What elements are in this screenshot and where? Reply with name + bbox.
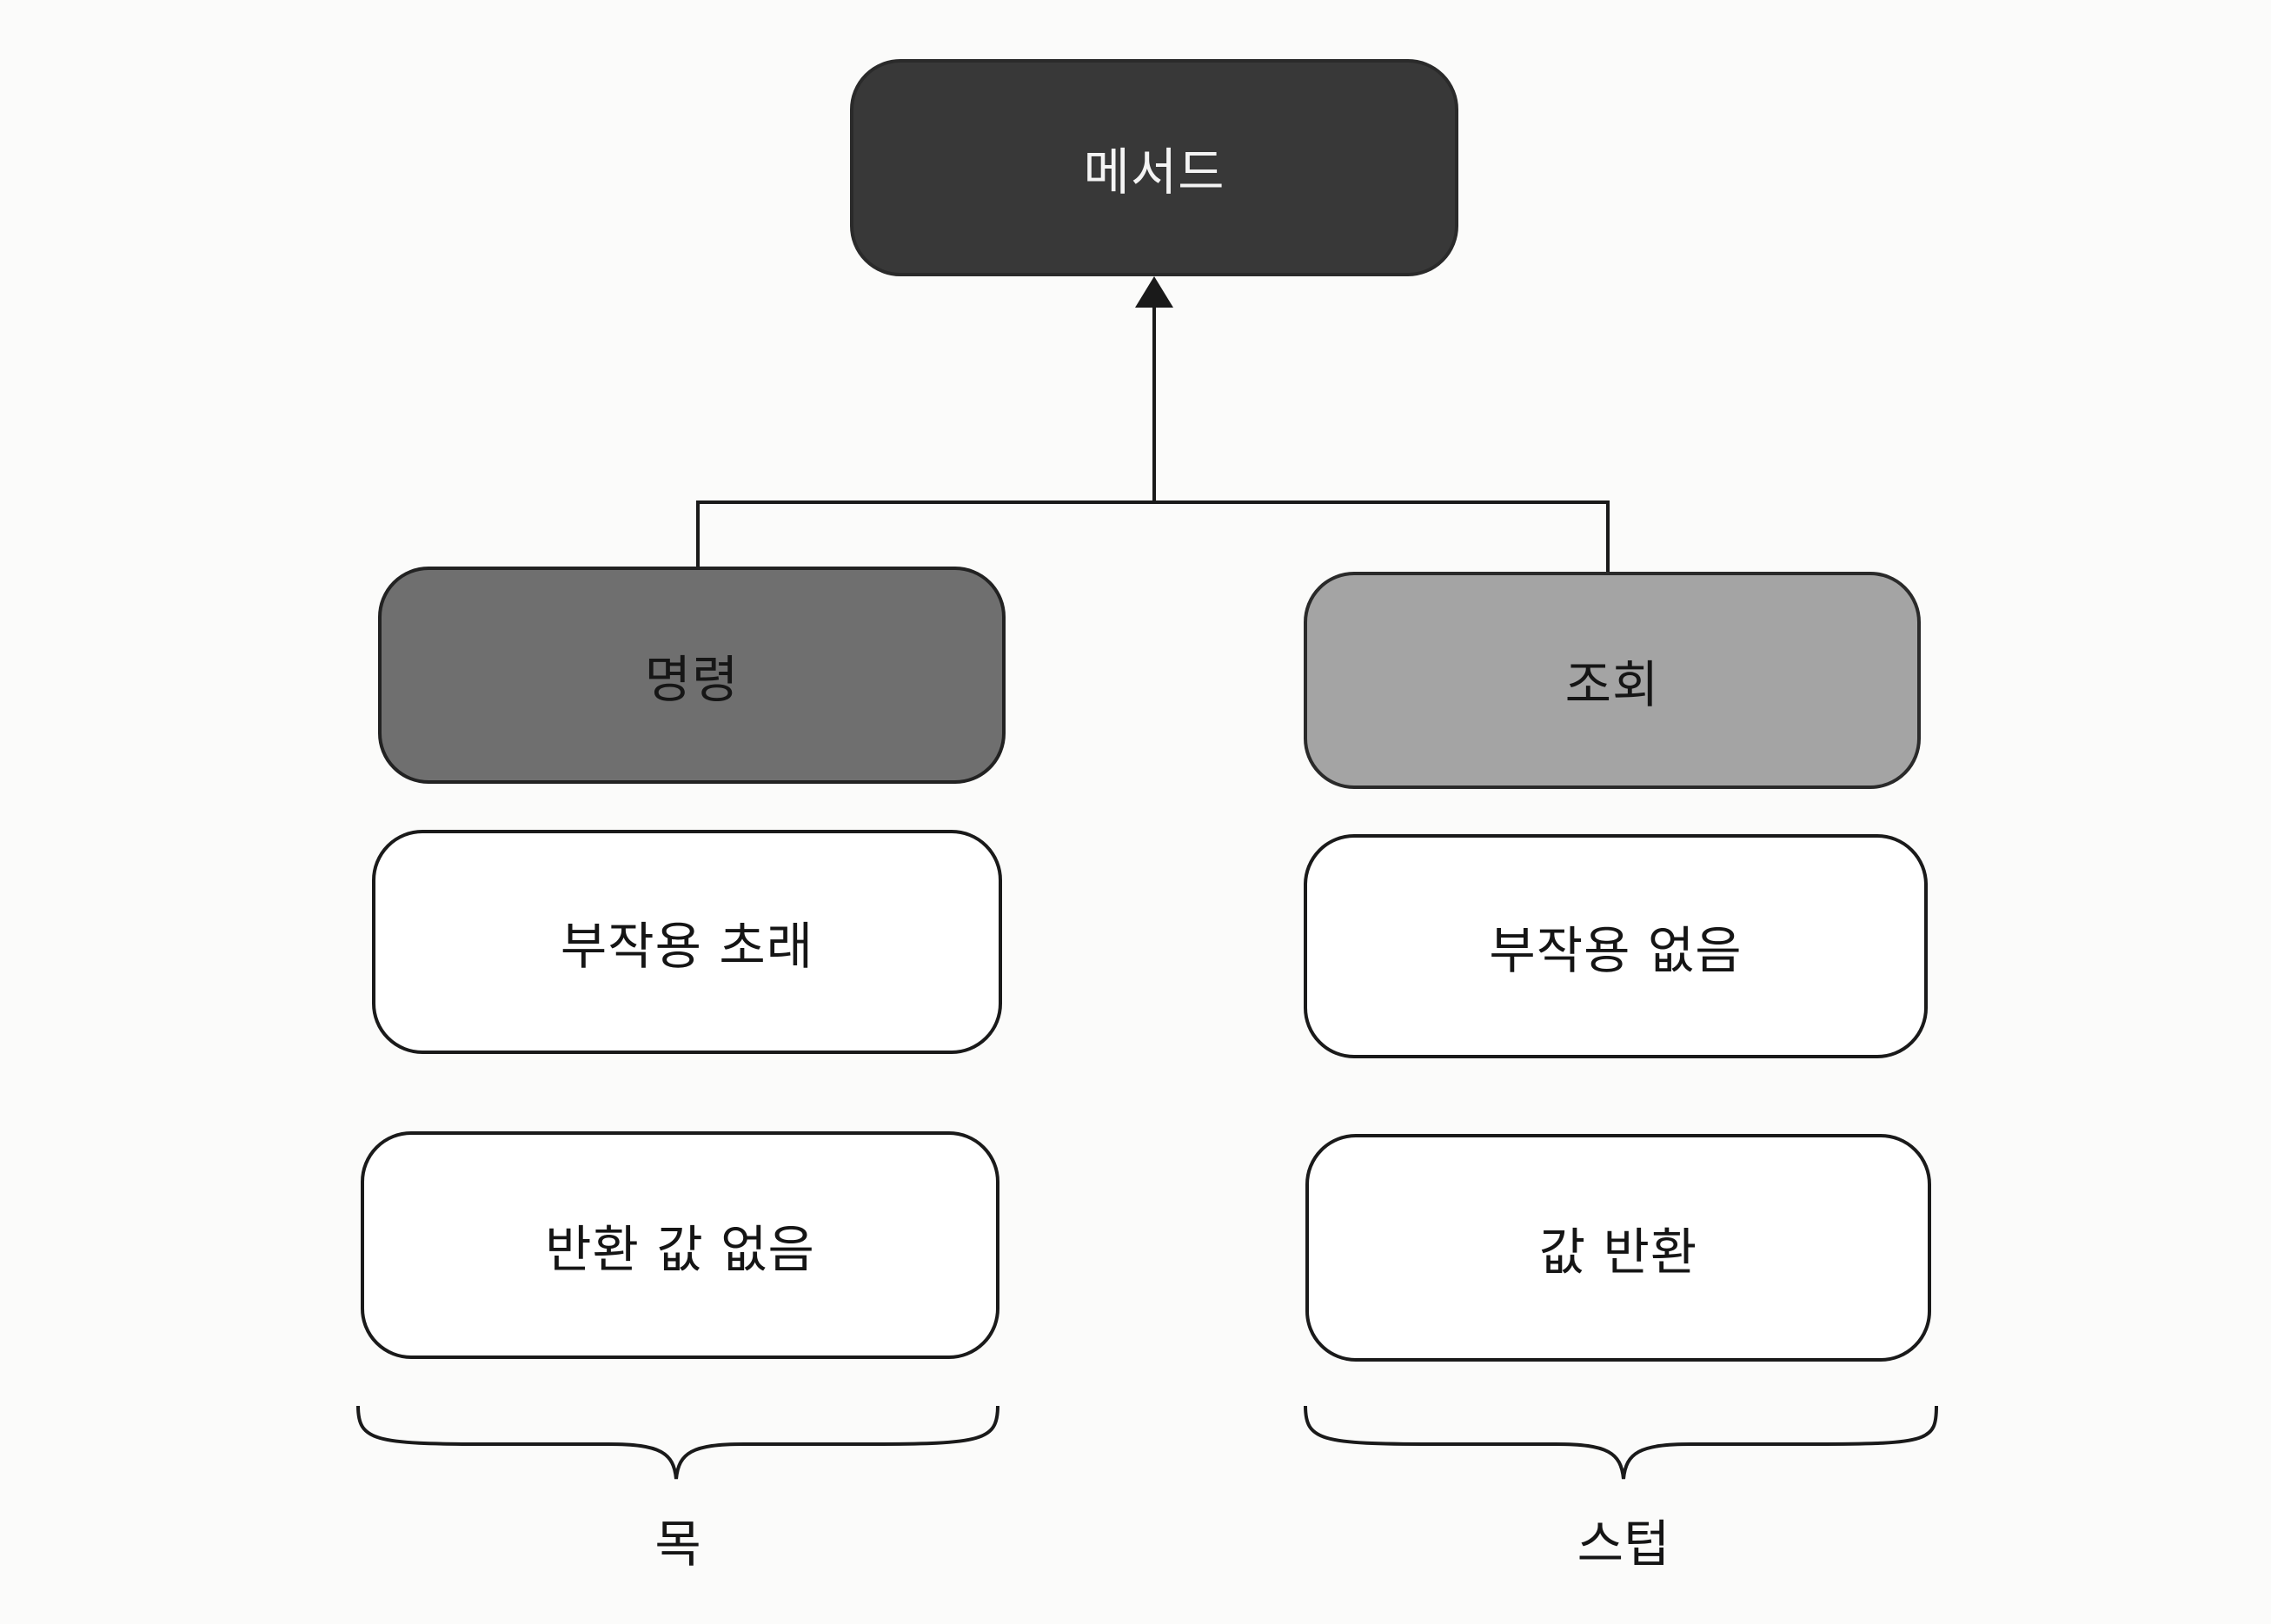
command-node: 명령 — [378, 567, 1006, 784]
query-side-effect-node: 부작용 없음 — [1304, 834, 1928, 1058]
query-return-label: 값 반환 — [1538, 1223, 1698, 1282]
command-side-effect-label: 부작용 초래 — [560, 917, 814, 976]
command-node-label: 명령 — [644, 650, 740, 709]
command-return-label: 반환 값 없음 — [545, 1220, 815, 1279]
stub-group-brace — [1304, 1405, 1938, 1480]
mock-group-brace — [356, 1405, 999, 1480]
method-node-label: 메서드 — [1083, 143, 1225, 202]
method-node: 메서드 — [850, 59, 1458, 276]
stub-label: 스텁 — [1577, 1515, 1670, 1574]
query-return-node: 값 반환 — [1305, 1134, 1931, 1362]
query-side-effect-label: 부작용 없음 — [1489, 921, 1743, 980]
mock-label: 목 — [654, 1515, 701, 1574]
arrow-to-root-icon — [1135, 276, 1173, 308]
query-node-label: 조회 — [1564, 655, 1660, 714]
command-return-node: 반환 값 없음 — [361, 1131, 999, 1359]
query-node: 조회 — [1304, 572, 1921, 789]
command-side-effect-node: 부작용 초래 — [372, 830, 1002, 1054]
